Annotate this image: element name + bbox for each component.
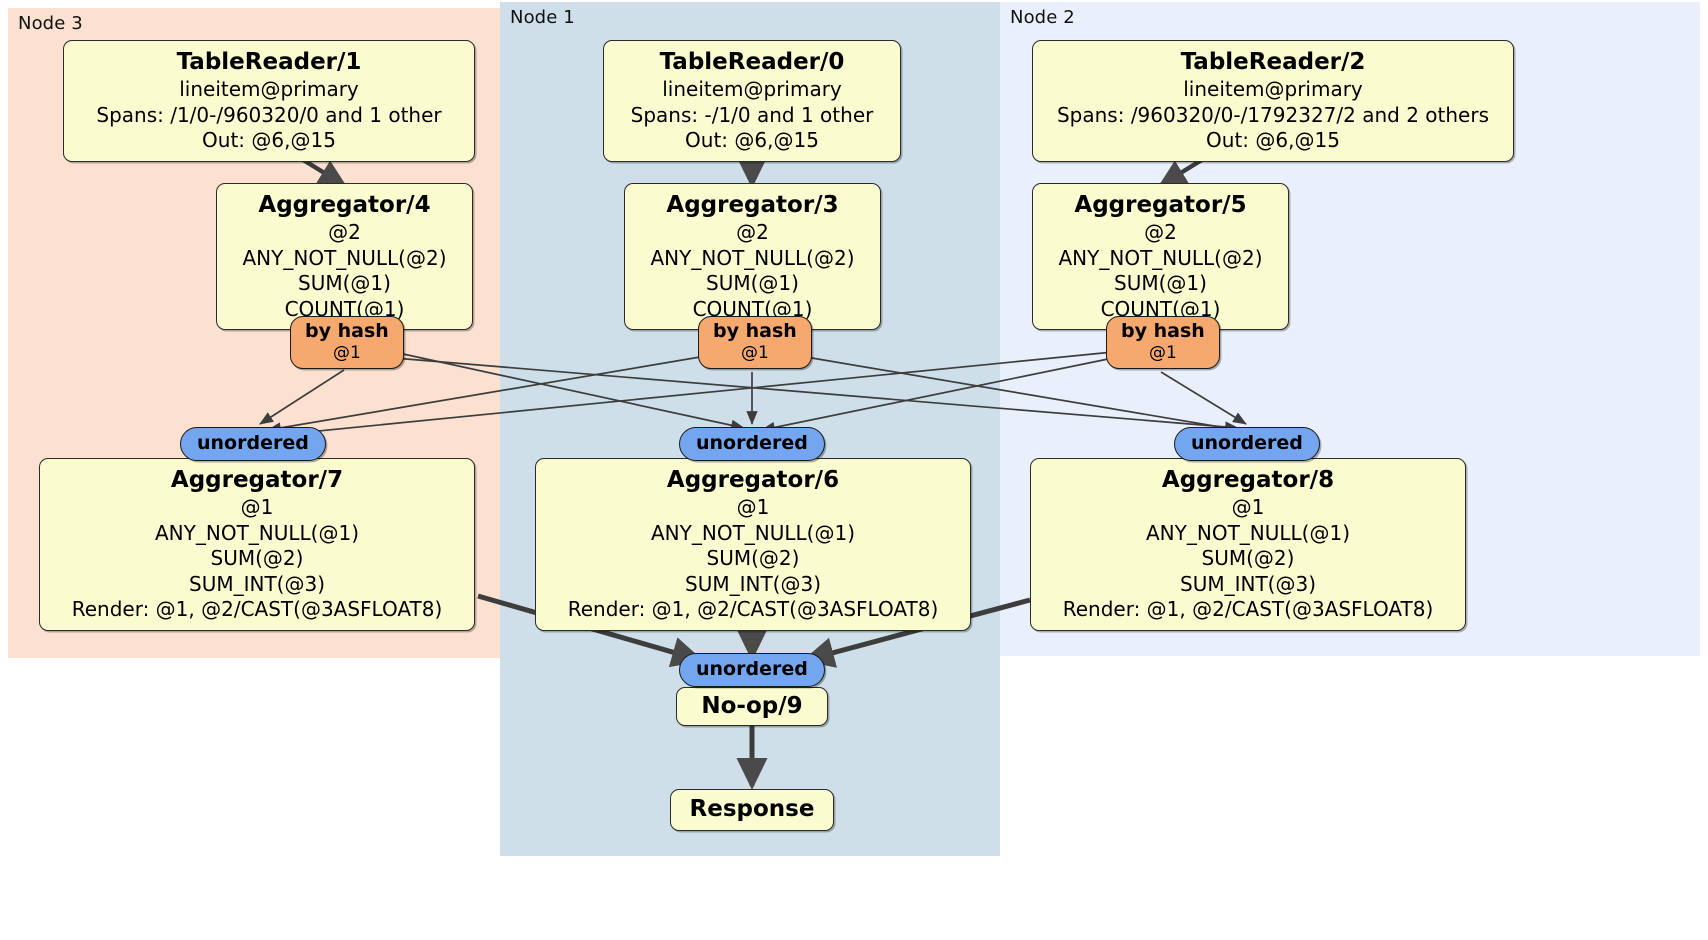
processor-aggregator-6[interactable]: Aggregator/6 @1 ANY_NOT_NULL(@1) SUM(@2)… [535,458,971,631]
processor-detail-line: ANY_NOT_NULL(@2) [1058,245,1263,270]
processor-detail-line: SUM_INT(@3) [1180,571,1316,596]
processor-title: TableReader/1 [176,49,362,75]
processor-title: Aggregator/7 [170,467,344,493]
processor-table-reader-0[interactable]: TableReader/0 lineitem@primary Spans: -/… [603,40,901,162]
processor-detail-line: Spans: /1/0-/960320/0 and 1 other [96,102,442,127]
processor-title: No-op/9 [701,693,803,719]
node-panel-label-node2: Node 2 [1010,7,1075,28]
processor-detail-line: ANY_NOT_NULL(@1) [155,520,359,545]
synchronizer-unordered-left[interactable]: unordered [180,427,326,461]
processor-aggregator-4[interactable]: Aggregator/4 @2 ANY_NOT_NULL(@2) SUM(@1)… [216,183,473,330]
processor-title: Aggregator/3 [666,192,839,218]
processor-detail-line: SUM_INT(@3) [685,571,821,596]
processor-detail-line: ANY_NOT_NULL(@2) [242,245,447,270]
processor-detail-line: Out: @6,@15 [202,128,336,152]
processor-detail-line: lineitem@primary [179,77,359,101]
processor-no-op-9[interactable]: No-op/9 [676,687,828,726]
processor-detail-line: @2 [328,220,361,244]
processor-title: Aggregator/4 [258,192,431,218]
synchronizer-unordered-final[interactable]: unordered [679,653,825,687]
processor-table-reader-2[interactable]: TableReader/2 lineitem@primary Spans: /9… [1032,40,1514,162]
processor-detail-line: ANY_NOT_NULL(@1) [1146,520,1350,545]
processor-detail-line: lineitem@primary [662,77,842,101]
hash-router-left[interactable]: by hash @1 [290,316,404,369]
hash-router-column: @1 [1148,343,1177,363]
processor-aggregator-5[interactable]: Aggregator/5 @2 ANY_NOT_NULL(@2) SUM(@1)… [1032,183,1289,330]
synchronizer-unordered-center[interactable]: unordered [679,427,825,461]
processor-detail-line: Render: @1, @2/CAST(@3ASFLOAT8) [71,597,443,621]
processor-detail-line: SUM(@2) [1201,546,1295,570]
processor-detail-line: @2 [736,220,769,244]
processor-detail-line: Render: @1, @2/CAST(@3ASFLOAT8) [1062,597,1434,621]
processor-detail-line: @1 [736,495,770,519]
processor-detail-line: Render: @1, @2/CAST(@3ASFLOAT8) [567,597,939,621]
synchronizer-title: unordered [696,658,808,680]
processor-detail-line: SUM(@1) [706,271,799,295]
synchronizer-title: unordered [696,432,808,454]
synchronizer-title: unordered [197,432,309,454]
processor-detail-line: SUM(@2) [706,546,800,570]
processor-detail-line: Spans: /960320/0-/1792327/2 and 2 others [1056,102,1489,127]
processor-title: Aggregator/5 [1074,192,1247,218]
processor-title: TableReader/2 [1180,49,1366,75]
processor-detail-line: SUM(@2) [210,546,304,570]
processor-detail-line: Out: @6,@15 [685,128,819,152]
hash-router-column: @1 [332,343,361,363]
processor-detail-line: @1 [240,495,274,519]
hash-router-title: by hash [713,320,797,342]
processor-title: Aggregator/6 [666,467,840,493]
processor-detail-line: SUM(@1) [1114,271,1207,295]
hash-router-title: by hash [1121,320,1205,342]
processor-detail-line: lineitem@primary [1183,77,1363,101]
hash-router-title: by hash [305,320,389,342]
processor-detail-line: Out: @6,@15 [1206,128,1340,152]
processor-title: TableReader/0 [659,49,845,75]
processor-response[interactable]: Response [670,789,834,831]
processor-detail-line: ANY_NOT_NULL(@1) [651,520,855,545]
processor-title: Aggregator/8 [1161,467,1335,493]
processor-detail-line: ANY_NOT_NULL(@2) [650,245,855,270]
hash-router-column: @1 [740,343,769,363]
processor-detail-line: @2 [1144,220,1177,244]
processor-detail-line: Spans: -/1/0 and 1 other [630,102,874,127]
node-panel-label-node1: Node 1 [510,7,575,28]
processor-aggregator-8[interactable]: Aggregator/8 @1 ANY_NOT_NULL(@1) SUM(@2)… [1030,458,1466,631]
hash-router-right[interactable]: by hash @1 [1106,316,1220,369]
processor-title: Response [689,796,815,822]
hash-router-center[interactable]: by hash @1 [698,316,812,369]
processor-aggregator-3[interactable]: Aggregator/3 @2 ANY_NOT_NULL(@2) SUM(@1)… [624,183,881,330]
processor-detail-line: @1 [1231,495,1265,519]
processor-detail-line: SUM(@1) [298,271,391,295]
synchronizer-title: unordered [1191,432,1303,454]
processor-detail-line: SUM_INT(@3) [189,571,325,596]
processor-aggregator-7[interactable]: Aggregator/7 @1 ANY_NOT_NULL(@1) SUM(@2)… [39,458,475,631]
processor-table-reader-1[interactable]: TableReader/1 lineitem@primary Spans: /1… [63,40,475,162]
node-panel-label-node3: Node 3 [18,13,83,34]
synchronizer-unordered-right[interactable]: unordered [1174,427,1320,461]
